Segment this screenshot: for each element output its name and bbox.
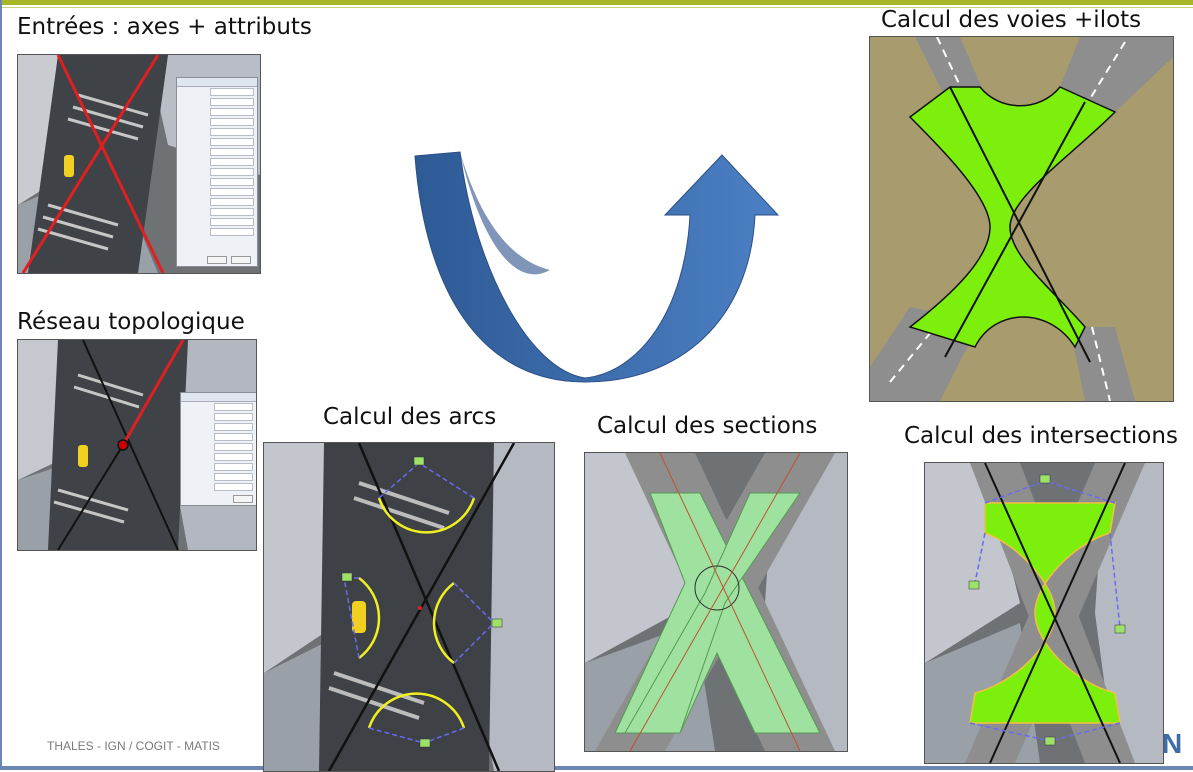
axis-black-2	[944, 101, 1086, 358]
edge-line-1	[82, 340, 179, 550]
arc-construction-lines	[343, 462, 495, 744]
dialog-ok-button[interactable]	[207, 256, 227, 264]
left-edge-bar	[0, 0, 2, 770]
attribute-dialog-titlebar	[177, 78, 257, 87]
title-topology: Réseau topologique	[17, 309, 245, 335]
edge-dialog-titlebar	[181, 393, 256, 402]
edge-line-2	[57, 444, 124, 550]
dialog-cancel-button[interactable]	[231, 256, 251, 264]
title-sections: Calcul des sections	[597, 413, 818, 439]
aerial-image-arcs	[264, 443, 554, 771]
panel-topology	[17, 339, 257, 551]
footer-credits: THALES - IGN / COGIT - MATIS	[47, 739, 220, 753]
panel-arcs	[263, 442, 555, 772]
panel-inputs	[17, 54, 261, 274]
yellow-car	[352, 601, 366, 633]
section-polygon-2	[624, 492, 801, 734]
axis-thin-1	[659, 453, 801, 751]
axis-black-2	[989, 463, 1126, 763]
arc-center-markers	[341, 456, 503, 748]
topology-node	[117, 439, 129, 451]
aerial-image-sections	[585, 453, 847, 751]
logo-letter: N	[1162, 728, 1183, 759]
axis-line-2	[21, 55, 160, 273]
title-arcs: Calcul des arcs	[323, 404, 497, 430]
title-lanes: Calcul des voies +ilots	[881, 7, 1142, 33]
accent-top-bar	[0, 0, 1193, 5]
title-inputs: Entrées : axes + attributs	[17, 14, 312, 40]
title-intersections: Calcul des intersections	[904, 423, 1178, 449]
panel-sections	[584, 452, 848, 752]
lanes-islands-diagram	[870, 37, 1173, 401]
intersection-node	[418, 606, 422, 610]
curved-u-arrow-icon	[414, 151, 780, 383]
axis-black-1	[357, 443, 501, 771]
yellow-car	[78, 445, 88, 467]
aerial-image-intersections	[925, 463, 1163, 763]
yellow-car	[64, 155, 74, 177]
road-stub-se	[1070, 327, 1135, 401]
axis-thin-2	[629, 453, 801, 751]
edge-dialog-ok-button[interactable]	[233, 495, 253, 503]
panel-intersections	[924, 462, 1164, 764]
edge-attribute-dialog	[180, 392, 256, 506]
intersection-markers	[968, 474, 1126, 746]
intersection-circle	[694, 565, 740, 611]
axis-black-1	[984, 463, 1121, 763]
curb-arcs	[358, 497, 476, 729]
selected-edge	[121, 340, 185, 446]
panel-lanes	[869, 36, 1174, 402]
axis-line-1	[56, 55, 165, 273]
bottom-edge-bar	[0, 766, 1193, 770]
intersection-polygon	[969, 502, 1121, 724]
intersection-construction-lines	[969, 480, 1121, 742]
axis-black-1	[949, 86, 1091, 363]
accent-top-line	[0, 7, 1193, 8]
lanes-green-polygon	[908, 86, 1117, 349]
attribute-dialog	[176, 77, 258, 267]
